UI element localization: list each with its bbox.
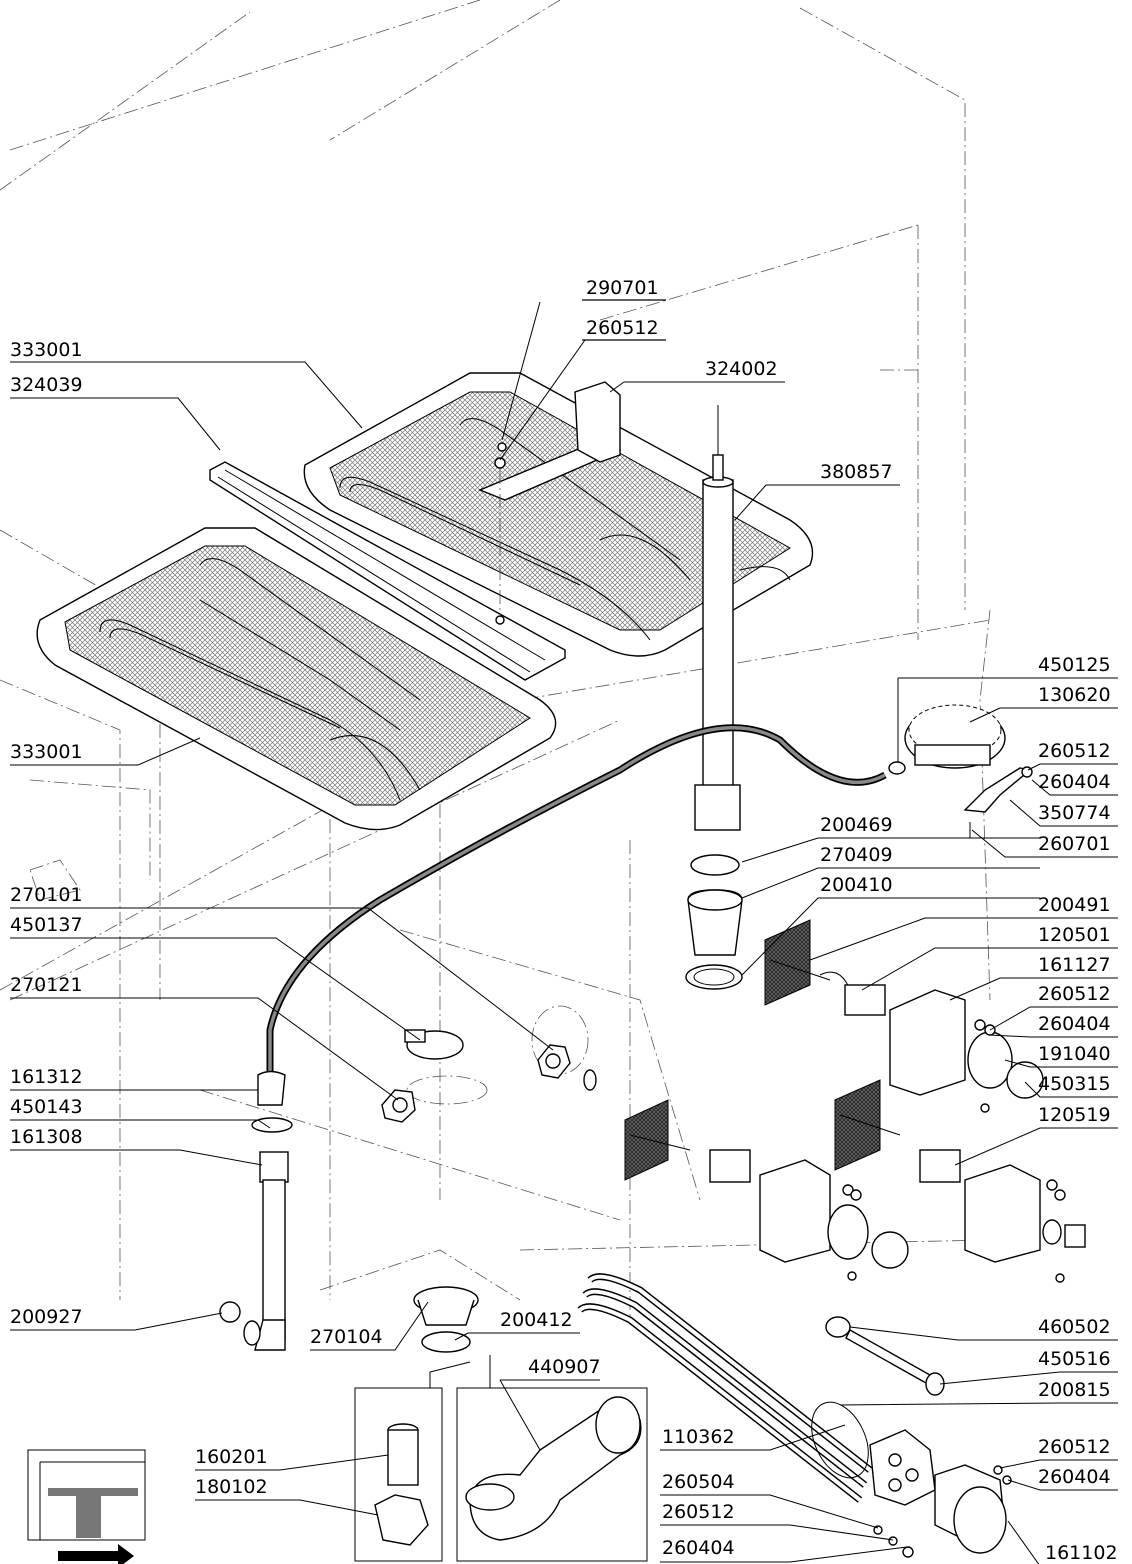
label-350774: 350774 (1038, 802, 1111, 824)
sensor-450516 (825, 1316, 945, 1396)
outlet-seals (685, 854, 743, 990)
label-120501: 120501 (1038, 924, 1111, 946)
label-260512-r3: 260512 (1038, 1436, 1111, 1458)
label-450125: 450125 (1038, 654, 1111, 676)
trap-box-160201 (354, 1387, 443, 1562)
label-270101: 270101 (10, 884, 83, 906)
label-260404-r3: 260404 (1038, 1466, 1111, 1488)
arrow-right-icon (58, 1544, 134, 1564)
label-161127: 161127 (1038, 954, 1111, 976)
label-200410: 200410 (820, 874, 893, 896)
label-260512-b: 260512 (662, 1501, 735, 1523)
tray-333001-lower (36, 527, 557, 831)
label-270121: 270121 (10, 974, 83, 996)
label-260512-r1: 260512 (1038, 740, 1111, 762)
label-200491: 200491 (1038, 894, 1111, 916)
label-120519: 120519 (1038, 1104, 1111, 1126)
heating-element-110362 (577, 1273, 936, 1506)
label-460502: 460502 (1038, 1316, 1111, 1338)
label-260504: 260504 (662, 1471, 735, 1493)
bracket-324002 (478, 381, 622, 625)
label-333001-top: 333001 (10, 339, 83, 361)
label-161312: 161312 (10, 1066, 83, 1088)
label-180102: 180102 (195, 1476, 268, 1498)
rail-324039 (209, 461, 566, 681)
clamp-and-nuts (381, 1029, 597, 1123)
cap-161102 (873, 1464, 1012, 1558)
thermostat-group-3 (834, 1079, 1086, 1283)
thermostat-group-2 (624, 1099, 909, 1281)
label-450315: 450315 (1038, 1073, 1111, 1095)
leader-lines (10, 301, 1118, 1564)
label-324039: 324039 (10, 374, 83, 396)
trap-box-440907 (456, 1387, 648, 1562)
label-260404-r2: 260404 (1038, 1013, 1111, 1035)
label-200927: 200927 (10, 1306, 83, 1328)
label-290701: 290701 (586, 277, 659, 299)
drain-outlet (413, 1286, 479, 1353)
label-270409: 270409 (820, 844, 893, 866)
drain-pipe (219, 1070, 293, 1351)
thermostat-group-1 (764, 919, 1044, 1113)
label-200469: 200469 (820, 814, 893, 836)
label-161308: 161308 (10, 1126, 83, 1148)
label-450137: 450137 (10, 914, 83, 936)
tray-333001-top (303, 372, 814, 657)
label-333001-mid: 333001 (10, 741, 83, 763)
label-440907: 440907 (528, 1356, 601, 1378)
label-450516: 450516 (1038, 1348, 1111, 1370)
level-tube-380857 (694, 405, 741, 831)
label-260404-b: 260404 (662, 1537, 735, 1559)
label-324002: 324002 (705, 358, 778, 380)
label-260404-r1: 260404 (1038, 771, 1111, 793)
label-260512-r2: 260512 (1038, 983, 1111, 1005)
label-270104: 270104 (310, 1326, 383, 1348)
label-260512-top: 260512 (586, 317, 659, 339)
label-130620: 130620 (1038, 684, 1111, 706)
label-191040: 191040 (1038, 1043, 1111, 1065)
label-161102: 161102 (1045, 1542, 1118, 1564)
label-260701: 260701 (1038, 833, 1111, 855)
label-110362: 110362 (662, 1426, 735, 1448)
label-380857: 380857 (820, 461, 893, 483)
location-legend-icon (27, 1449, 146, 1541)
label-450143: 450143 (10, 1096, 83, 1118)
pressure-switch-130620 (888, 704, 1033, 838)
label-200412: 200412 (500, 1309, 573, 1331)
part-labels: 290701 260512 333001 324039 324002 38085… (10, 277, 1118, 1564)
hose (266, 724, 887, 1075)
label-160201: 160201 (195, 1446, 268, 1468)
label-200815: 200815 (1038, 1379, 1111, 1401)
